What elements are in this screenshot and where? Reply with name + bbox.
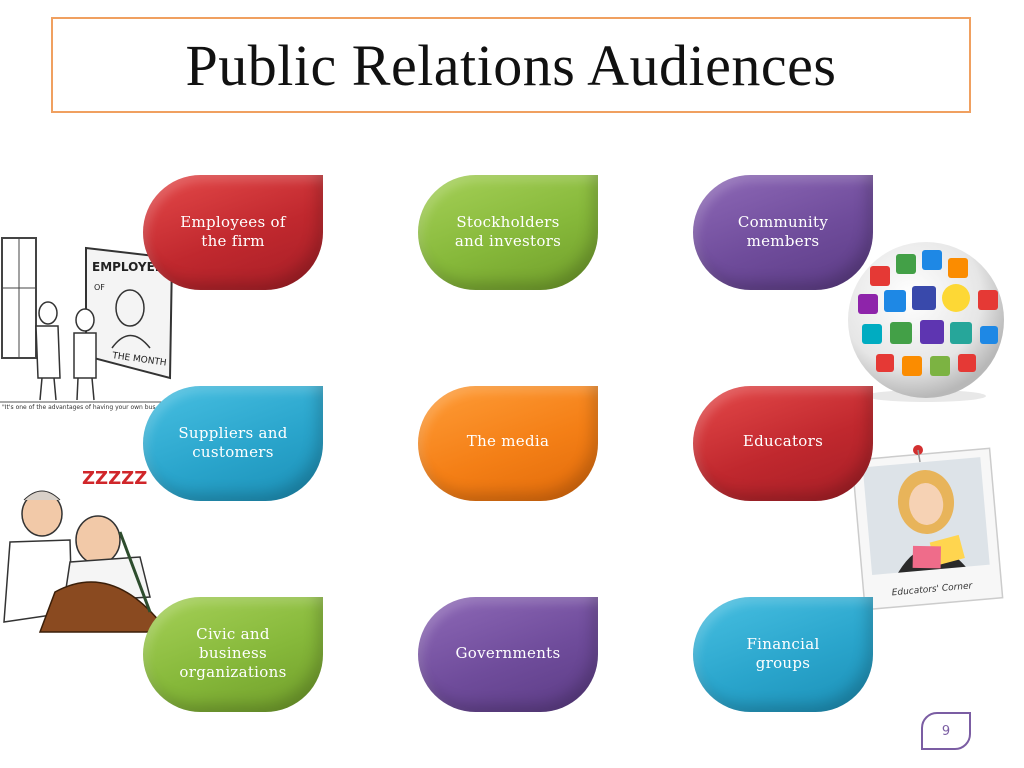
audience-label: Community members: [737, 213, 829, 250]
audience-governments: Governments: [418, 597, 598, 712]
audience-stockholders: Stockholders and investors: [418, 175, 598, 290]
audience-media: The media: [418, 386, 598, 501]
page-number-badge: 9: [921, 712, 971, 750]
sign-employee-text: EMPLOYEE: [92, 260, 163, 274]
audience-educators: Educators: [693, 386, 873, 501]
audience-suppliers: Suppliers and customers: [143, 386, 323, 501]
audience-label: Employees of the firm: [180, 213, 286, 250]
audience-community: Community members: [693, 175, 873, 290]
slide-title: Public Relations Audiences: [185, 32, 837, 98]
audience-employees: Employees of the firm: [143, 175, 323, 290]
employee-cartoon-caption: "It's one of the advantages of having yo…: [2, 404, 156, 411]
barber-cartoon: ZZZZZ: [3, 468, 161, 633]
audience-financial: Financial groups: [693, 597, 873, 712]
sign-of-text: OF: [94, 283, 105, 292]
audience-civic: Civic and business organizations: [143, 597, 323, 712]
audience-label: Educators: [742, 432, 824, 450]
audience-label: The media: [466, 432, 550, 450]
audience-label: Governments: [455, 644, 561, 662]
snore-text: ZZZZZ: [82, 468, 147, 489]
audience-label: Civic and business organizations: [179, 625, 287, 681]
title-box: Public Relations Audiences: [51, 17, 971, 113]
educators-corner-photo: Educators' Corner: [851, 445, 1004, 610]
page-number: 9: [941, 723, 951, 739]
audience-label: Suppliers and customers: [178, 424, 288, 461]
audience-label: Stockholders and investors: [454, 213, 562, 250]
app-sphere-graphic: [848, 242, 1004, 402]
audience-label: Financial groups: [746, 635, 820, 672]
